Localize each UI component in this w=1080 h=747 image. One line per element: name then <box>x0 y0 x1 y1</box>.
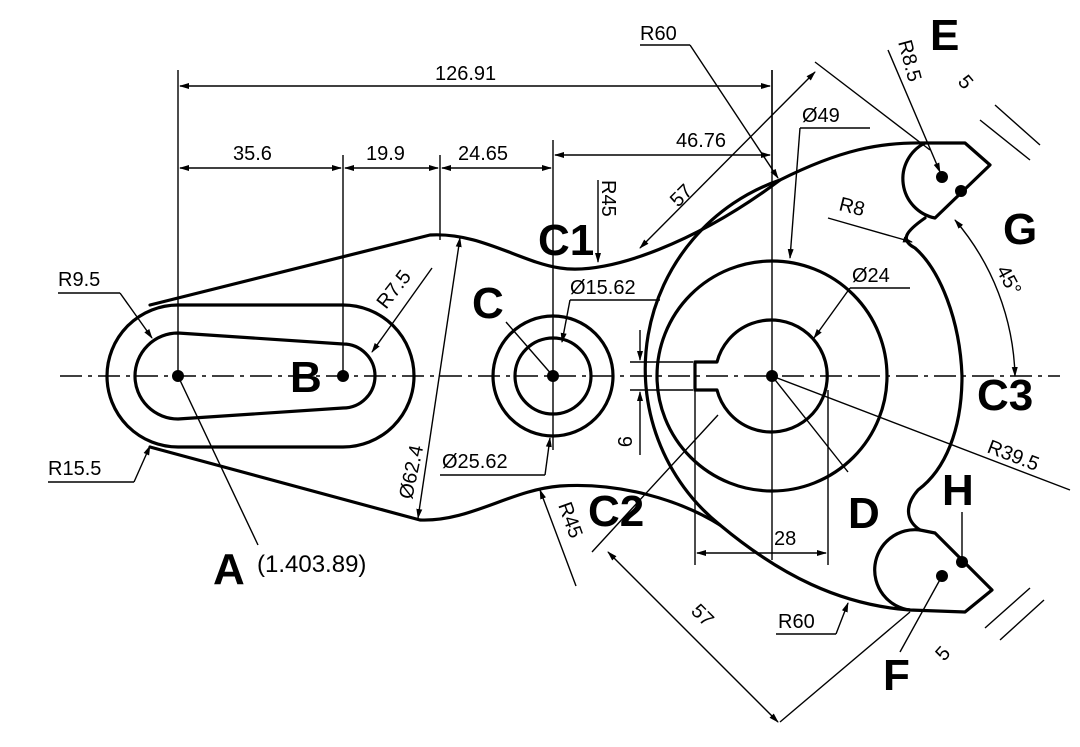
left-slot-inner <box>133 331 377 421</box>
point-b-dot <box>337 370 349 382</box>
hub-c-outer <box>491 314 615 438</box>
leader-r60-top-diag <box>689 44 779 179</box>
dim-19-9: 19.9 <box>366 143 405 165</box>
label-e: E <box>930 11 959 60</box>
ext-5-top-a <box>979 119 1031 161</box>
leader-dia49-down <box>787 127 801 259</box>
point-a-dot <box>172 370 184 382</box>
leader-d <box>771 375 849 473</box>
dim-28: 28 <box>774 528 796 550</box>
dim-r8: R8 <box>837 194 867 222</box>
leader-f <box>899 575 943 653</box>
dim-5-bottom: 5 <box>931 642 955 665</box>
dim-126-91: 126.91 <box>435 63 496 85</box>
label-c: C <box>472 279 504 328</box>
dim-r8-5: R8.5 <box>893 38 925 85</box>
dim-angle-45: 45° <box>992 262 1026 299</box>
dim-46-76: 46.76 <box>676 130 726 152</box>
ext-5-bottom-b <box>999 599 1045 641</box>
dim-57-top: 57 <box>666 180 697 211</box>
leader-c <box>505 321 554 377</box>
dim-57-bottom: 57 <box>686 600 717 631</box>
label-c2: C2 <box>588 487 644 536</box>
leader-r45-bottom <box>539 489 577 587</box>
label-a: A <box>213 545 245 594</box>
dim-r45-bottom: R45 <box>553 499 586 541</box>
dim-r60-top: R60 <box>640 23 677 45</box>
leader-r15-5-diag <box>133 445 151 483</box>
label-c1: C1 <box>538 216 594 265</box>
label-a-coord: (1.403.89) <box>257 551 366 578</box>
dim-dia24: Ø24 <box>852 265 890 287</box>
dim-line-57-top <box>639 71 816 249</box>
lug-f <box>873 528 994 614</box>
dim-key9: 9 <box>613 436 635 447</box>
ext-5-top-b <box>994 104 1041 146</box>
point-f-dot <box>936 570 948 582</box>
hub-c-inner <box>513 336 593 416</box>
dim-r9-5: R9.5 <box>58 269 100 291</box>
dim-r39-5: R39.5 <box>984 436 1042 476</box>
point-c-dot <box>547 370 559 382</box>
leader-r39-5 <box>771 375 1071 491</box>
dim-24-65: 24.65 <box>458 143 508 165</box>
dim-35-6: 35.6 <box>233 143 272 165</box>
point-e-dot <box>936 171 948 183</box>
dim-dia62: Ø62.4 <box>395 443 428 501</box>
label-f: F <box>883 651 910 700</box>
ext-5-bottom-a <box>984 587 1031 629</box>
lug-e <box>901 141 992 220</box>
leader-dia15-down <box>560 299 571 343</box>
dim-line-dia62 <box>416 237 462 519</box>
ext-57-bottom <box>779 611 911 723</box>
dim-dia15: Ø15.62 <box>570 277 636 299</box>
hub-d-outer <box>655 259 889 493</box>
dim-5-top: 5 <box>953 71 977 94</box>
label-h: H <box>942 466 974 515</box>
top-outer-profile <box>148 141 927 307</box>
dim-r15-5: R15.5 <box>48 458 101 480</box>
dim-r7-5: R7.5 <box>373 266 416 313</box>
leader-r8-5 <box>887 49 941 173</box>
dim-r45-top: R45 <box>597 180 619 217</box>
leader-a <box>177 375 259 546</box>
bottom-outer-profile <box>148 445 912 612</box>
ext-57-top <box>814 61 931 151</box>
label-g: G <box>1003 205 1037 254</box>
leader-r8 <box>827 217 913 243</box>
hub-d-bore-keyway <box>693 318 829 434</box>
leader-r9-5-diag <box>119 292 153 339</box>
label-b: B <box>290 353 322 402</box>
point-g-dot <box>955 185 967 197</box>
point-h-dot <box>956 556 968 568</box>
angle-arc-45 <box>954 219 1018 377</box>
dim-dia49: Ø49 <box>802 105 840 127</box>
dim-line-57-bottom <box>607 551 779 723</box>
leader-r60-bottom-diag <box>835 602 849 635</box>
label-c3: C3 <box>977 371 1033 420</box>
dim-dia25: Ø25.62 <box>442 451 508 473</box>
leader-c2 <box>591 414 719 553</box>
point-d-dot <box>766 370 778 382</box>
leader-dia25-up <box>544 437 552 476</box>
label-d: D <box>848 489 880 538</box>
leader-dia24-diag <box>813 287 851 339</box>
dim-r60-bottom: R60 <box>778 611 815 633</box>
left-slot-outer <box>105 303 416 449</box>
